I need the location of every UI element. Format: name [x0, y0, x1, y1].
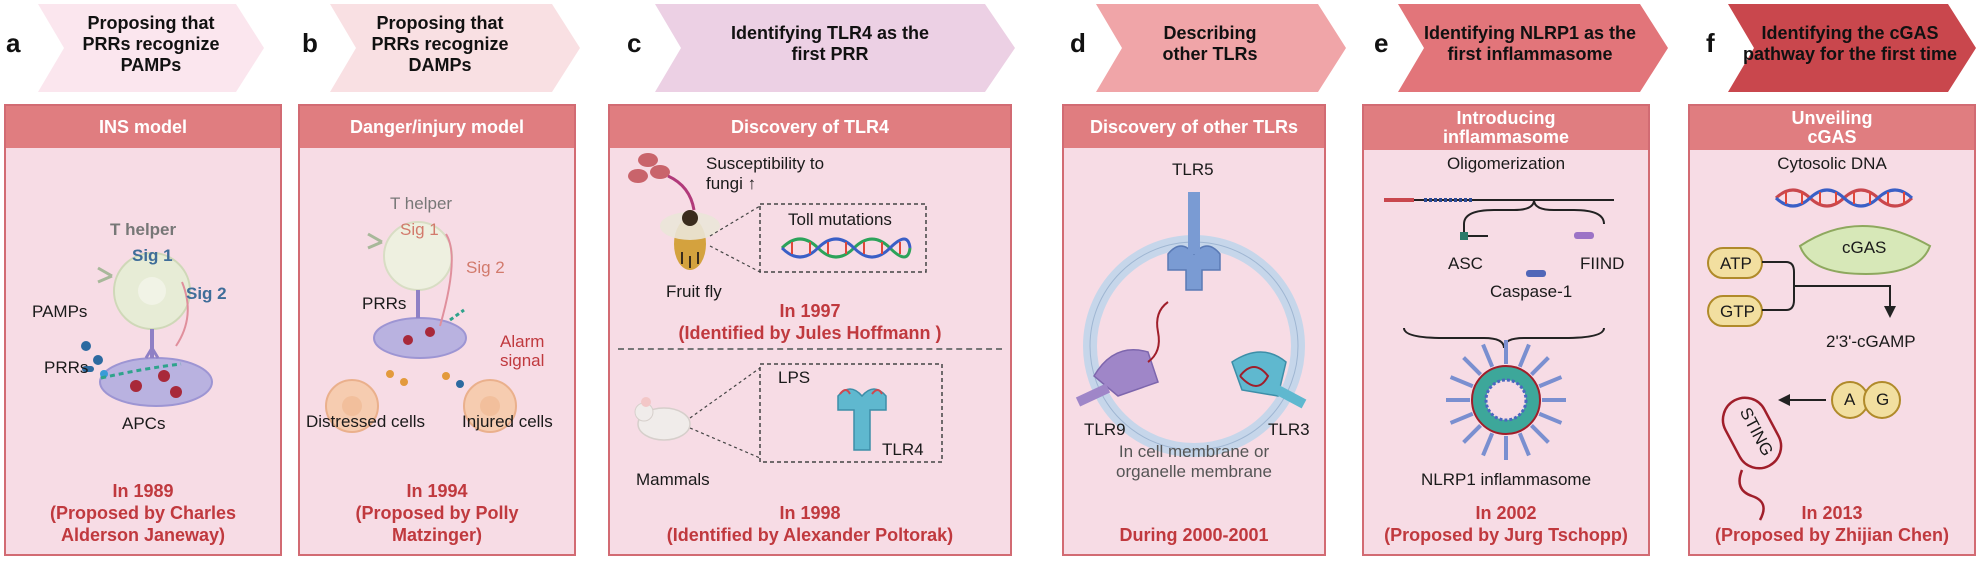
inflammasome-spoke	[1530, 356, 1550, 376]
banner-d: Describing other TLRs	[1162, 23, 1258, 64]
inflammasome-illustration	[1384, 198, 1614, 460]
cgas-illustration	[1707, 188, 1932, 521]
inflammasome-spoke	[1538, 411, 1563, 425]
panel-f-header: Unveiling cGAS	[1690, 106, 1974, 150]
label-nucleotide-g: G	[1876, 390, 1890, 409]
inflammasome-spoke	[1517, 432, 1531, 457]
panel-letter-c: c	[627, 28, 642, 58]
label-sig1-b: Sig 1	[400, 220, 439, 239]
panel-letter-b: b	[302, 28, 318, 58]
panel-b-footer: In 1994 (Proposed by Polly Matzinger)	[355, 481, 519, 545]
panel-c-divider	[618, 348, 1002, 350]
inflammasome-spoke	[1530, 424, 1550, 444]
label-lps: LPS	[778, 368, 811, 387]
label-susceptibility: Susceptibility to fungi ↑	[706, 154, 825, 193]
label-sig2: Sig 2	[186, 284, 227, 303]
label-t-helper: T helper	[110, 220, 177, 239]
label-tlr3: TLR3	[1268, 420, 1310, 439]
label-atp: ATP	[1720, 254, 1752, 273]
panel-e: Introducing inflammasome Oligomerization…	[1362, 104, 1650, 556]
label-prrs: PRRs	[44, 358, 89, 377]
label-alarm-signal: Alarm signal	[500, 332, 545, 370]
inflammasome-spoke	[1481, 432, 1495, 457]
panel-a-footer: In 1989 (Proposed by Charles Alderson Ja…	[49, 481, 237, 545]
banner-a: Proposing that PRRs recognize PAMPs	[82, 12, 220, 75]
banner-b: Proposing that PRRs recognize DAMPs	[371, 12, 509, 75]
inflammasome-spoke	[1449, 411, 1474, 425]
inflammasome-spoke	[1538, 375, 1563, 389]
inflammasome-spoke	[1481, 343, 1495, 368]
panel-letter-d: d	[1070, 28, 1086, 58]
panel-b: Danger/injury model T helper Sig 1 Sig 2…	[298, 104, 576, 556]
banner-arrow-b	[330, 4, 580, 92]
label-tlr5: TLR5	[1172, 160, 1214, 179]
ins-model-illustration	[81, 252, 213, 407]
label-caspase-1: Caspase-1	[1490, 282, 1573, 301]
panel-letter-f: f	[1706, 28, 1715, 58]
panel-f-footer: In 2013 (Proposed by Zhijian Chen)	[1714, 503, 1949, 545]
panel-letter-a: a	[6, 28, 21, 58]
label-t-helper-b: T helper	[390, 194, 453, 213]
label-cgamp: 2'3'-cGAMP	[1826, 332, 1916, 351]
year-fruit-fly: In 1997 (Identified by Jules Hoffmann )	[678, 301, 942, 343]
banner-arrow-d	[1096, 4, 1346, 92]
panel-e-footer: In 2002 (Proposed by Jurg Tschopp)	[1384, 503, 1628, 545]
panel-d: Discovery of other TLRs TLR5 TLR9 TLR3 I…	[1062, 104, 1326, 556]
banner-arrow-e	[1398, 4, 1668, 92]
panel-d-footer: During 2000-2001	[1119, 525, 1269, 545]
tlr4-illustration	[628, 153, 943, 463]
panel-c-header: Discovery of TLR4	[610, 106, 1010, 148]
label-sig2-b: Sig 2	[466, 258, 505, 277]
panel-c: Discovery of TLR4 Susceptibility to fung…	[608, 104, 1012, 556]
label-mammals: Mammals	[636, 470, 710, 489]
label-oligomerization: Oligomerization	[1446, 154, 1566, 173]
label-distressed-cells: Distressed cells	[306, 412, 426, 431]
label-nlrp1-inflammasome: NLRP1 inflammasome	[1420, 470, 1592, 489]
panel-d-header: Discovery of other TLRs	[1064, 106, 1324, 148]
banner-arrow-f	[1728, 4, 1976, 92]
panel-e-header: Introducing inflammasome	[1364, 106, 1648, 150]
banner-e: Identifying NLRP1 as the first inflammas…	[1423, 23, 1637, 64]
inflammasome-spoke	[1462, 424, 1482, 444]
panel-letter-e: e	[1374, 28, 1389, 58]
label-asc: ASC	[1448, 254, 1483, 273]
label-pamps: PAMPs	[32, 302, 88, 321]
panel-a: INS model T helper Sig 1 Sig 2 PAMPs PRR…	[4, 104, 282, 556]
inflammasome-spoke	[1517, 343, 1531, 368]
label-cytosolic-dna: Cytosolic DNA	[1777, 154, 1887, 173]
banner-arrow-c	[655, 4, 1015, 92]
panel-c-footer: In 1998 (Identified by Alexander Poltora…	[666, 503, 954, 545]
label-sig1: Sig 1	[132, 246, 173, 265]
banner-arrow-a	[38, 4, 264, 92]
panel-b-header: Danger/injury model	[300, 106, 574, 148]
label-injured-cells: Injured cells	[462, 412, 553, 431]
label-toll-mutations: Toll mutations	[788, 210, 892, 229]
panel-f: Unveiling cGAS Cytosolic DNA ATP GTP cGA…	[1688, 104, 1976, 556]
other-tlrs-illustration	[1075, 192, 1307, 457]
inflammasome-spoke	[1449, 375, 1474, 389]
label-prrs-b: PRRs	[362, 294, 407, 313]
label-nucleotide-a: A	[1844, 390, 1856, 409]
inflammasome-spoke	[1462, 356, 1482, 376]
label-fruit-fly: Fruit fly	[666, 282, 722, 301]
danger-model-illustration	[325, 221, 517, 433]
label-apcs: APCs	[122, 414, 166, 433]
panel-a-header: INS model	[6, 106, 280, 148]
label-fiind: FIIND	[1580, 254, 1625, 273]
banner-f: Identifying the cGAS pathway for the fir…	[1742, 23, 1958, 64]
label-tlr9: TLR9	[1084, 420, 1126, 439]
label-gtp: GTP	[1720, 302, 1755, 321]
banner-c: Identifying TLR4 as the first PRR	[730, 23, 930, 64]
label-tlr4: TLR4	[882, 440, 924, 459]
label-membrane: In cell membrane or organelle membrane	[1116, 442, 1272, 481]
label-cgas: cGAS	[1842, 238, 1887, 257]
